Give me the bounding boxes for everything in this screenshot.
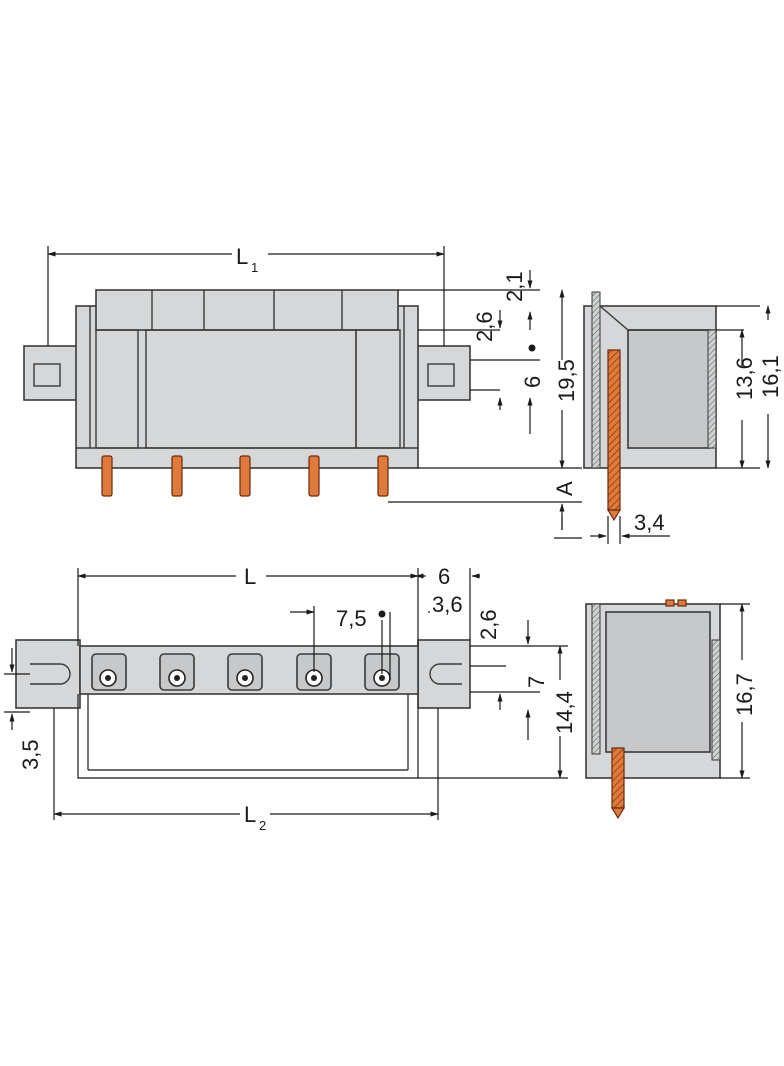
label-L1-sub: 1 [251,260,258,275]
label-14-4: 14,4 [552,691,577,734]
label-L1: L [236,244,248,269]
label-2-6-bottom: 2,6 [476,609,501,640]
terminal-2 [159,653,195,691]
dim-L2: L 2 [53,708,439,833]
label-3-5: 3,5 [18,739,43,770]
label-3-6: 3,6 [432,592,463,617]
label-2-6-top: 2,6 [472,311,497,342]
dims-front-right: 2,1 2,6 6 19,5 A [388,270,582,539]
dim-3-5: 3,5 [4,648,43,770]
side-view-bottom: 16,7 [585,599,757,820]
label-6-top: 6 [520,376,545,388]
label-A: A [552,481,577,496]
side-view-top: 13,6 16,1 3,4 [583,291,783,544]
label-3-4: 3,4 [634,510,665,535]
right-flange [415,345,471,401]
housing [75,305,419,469]
label-7: 7 [524,676,549,688]
label-2-1: 2,1 [502,271,527,302]
pin-1 [101,455,113,497]
right-flange-slot [427,363,455,387]
left-flange-slot [33,363,61,387]
pin-3 [239,455,251,497]
pin-2 [171,455,183,497]
dims-top-view-upper: 6 3,6 7,5 [290,564,480,680]
label-6-bottom: 6 [438,564,450,589]
right-flange-bottom [417,639,471,709]
label-7-5: 7,5 [336,606,367,631]
label-L: L [244,564,256,589]
side-pin [607,349,621,511]
dim-L: L [77,564,419,646]
label-13-6: 13,6 [732,357,757,400]
side-pin-bottom [611,747,625,809]
dims-top-view-right: 2,6 7 14,4 [418,609,577,779]
pin-4 [308,455,320,497]
housing-top [95,289,399,331]
terminal-1 [91,653,127,691]
label-16-7: 16,7 [732,673,757,716]
label-L2-sub: 2 [259,818,266,833]
label-L2: L [244,802,256,827]
pin-5 [377,455,389,497]
label-19-5: 19,5 [554,359,579,402]
front-view [23,289,471,497]
left-flange [23,345,79,401]
top-view [15,639,471,779]
terminal-3 [227,653,263,691]
label-16-1: 16,1 [758,355,783,398]
dim-L1: L 1 [47,244,445,346]
